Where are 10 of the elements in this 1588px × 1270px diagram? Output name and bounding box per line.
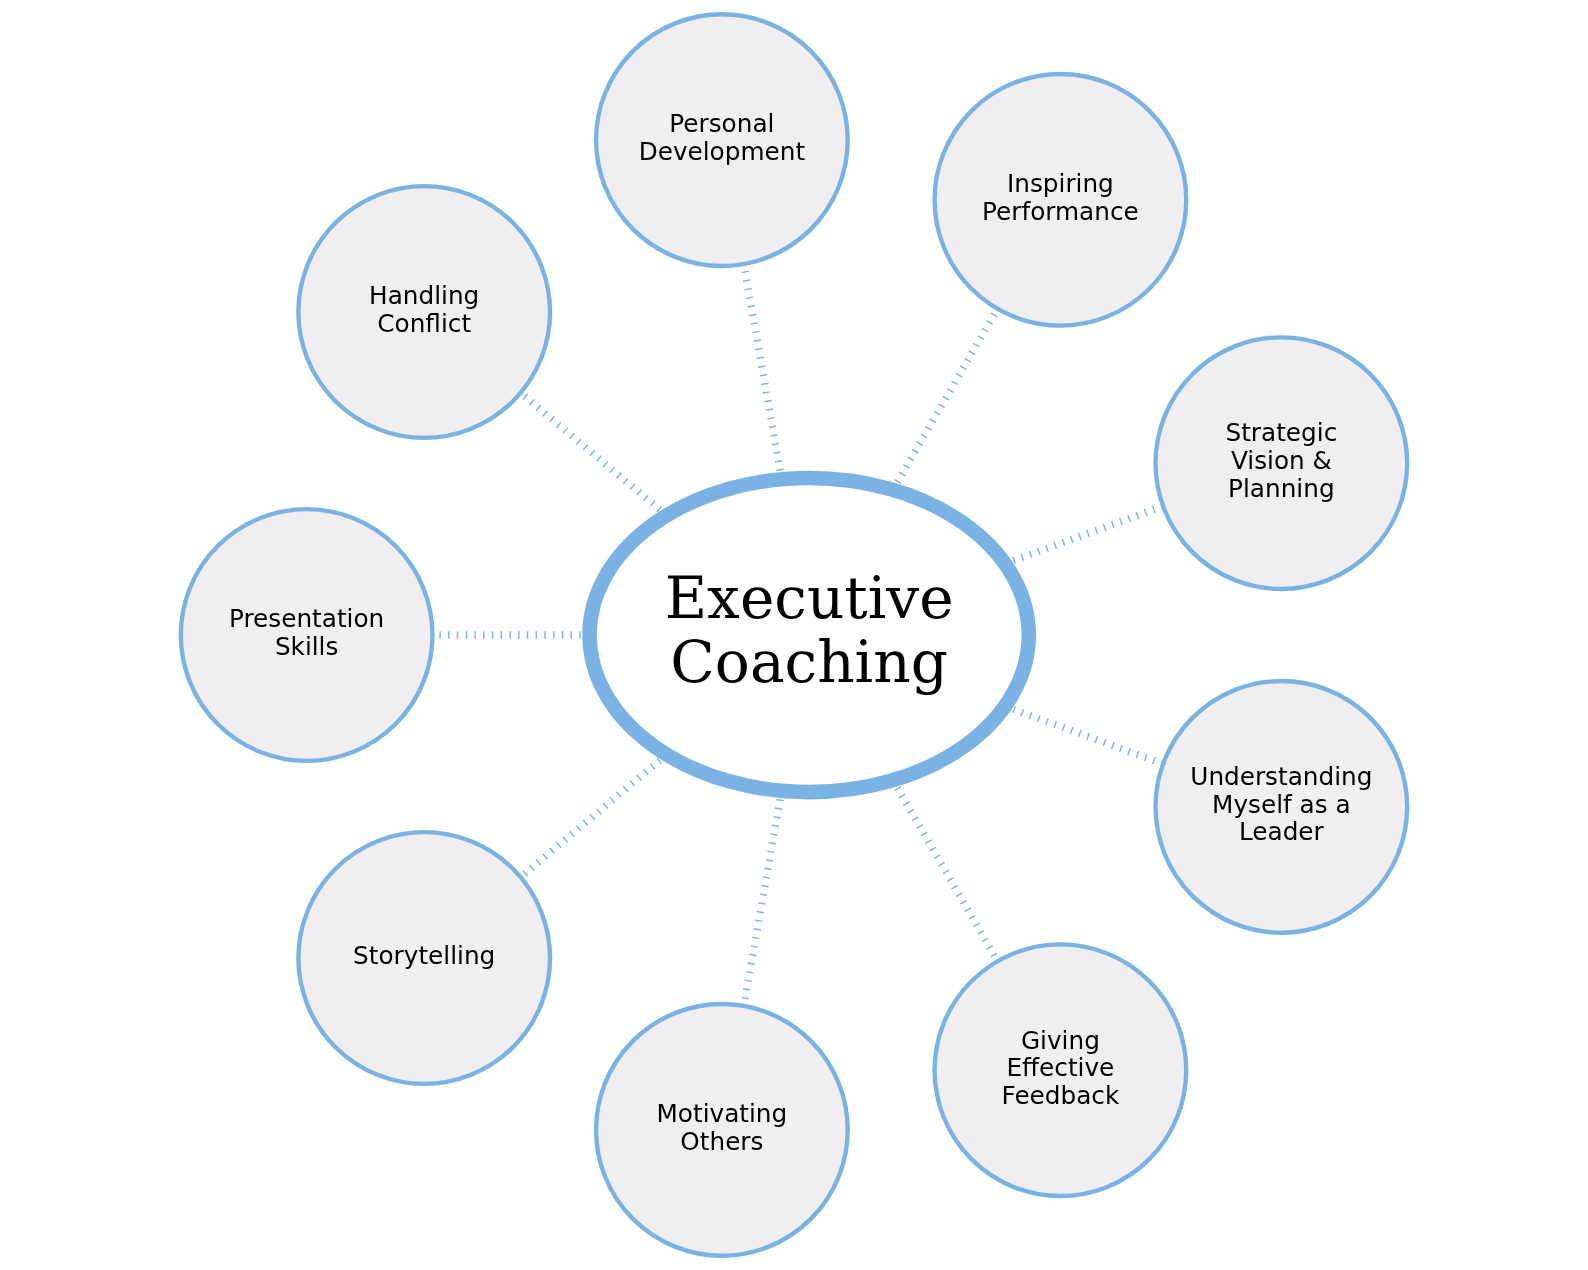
- node-circle: Handling Conflict: [296, 184, 553, 440]
- node-circle: Storytelling: [296, 830, 553, 1086]
- node-circle: Presentation Skills: [178, 507, 435, 763]
- node-ellipse: Executive Coaching: [582, 470, 1037, 800]
- node-circle: Strategic Vision & Planning: [1153, 335, 1410, 592]
- node-circle: Motivating Others: [593, 1001, 850, 1258]
- node-circle: Understanding Myself as a Leader: [1153, 678, 1410, 935]
- node-circle: Inspiring Performance: [932, 71, 1189, 328]
- node-circle: Giving Effective Feedback: [932, 942, 1189, 1199]
- node-circle: Personal Development: [593, 12, 850, 269]
